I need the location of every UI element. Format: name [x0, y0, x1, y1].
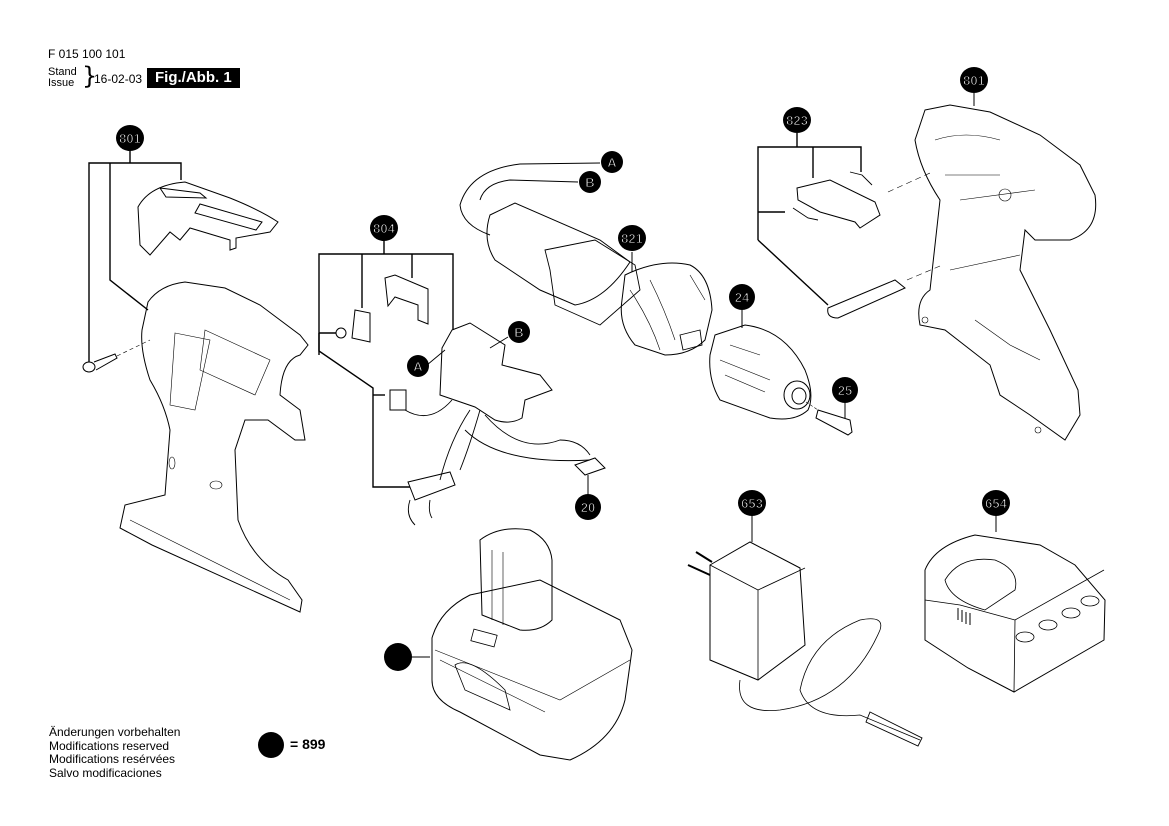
motor-group — [459, 162, 713, 356]
chuck-group — [709, 310, 853, 436]
direction-switch — [796, 179, 881, 229]
terminal-20 — [574, 457, 606, 476]
battery-stick — [479, 528, 553, 631]
callout-823: 823 — [783, 107, 811, 133]
legend-dot-icon — [258, 732, 284, 758]
battery-grip-icon — [454, 662, 511, 711]
motor-wires — [459, 162, 601, 236]
motor-body — [486, 202, 631, 306]
battery-pack — [431, 579, 633, 761]
housing-left-half — [119, 281, 309, 613]
figure-label: Fig./Abb. 1 — [147, 68, 240, 88]
svg-text:20: 20 — [581, 500, 595, 515]
callout-654: 654 — [982, 490, 1010, 516]
right-housing-group — [914, 93, 1097, 441]
dc-plug — [865, 711, 923, 747]
svg-text:653: 653 — [741, 496, 763, 511]
callout-b-motor: B — [579, 171, 601, 193]
stand-label: Stand — [48, 66, 77, 78]
connector — [389, 389, 407, 411]
modification-notes: Änderungen vorbehalten Modifications res… — [49, 725, 181, 780]
svg-text:823: 823 — [786, 113, 808, 128]
note-de: Änderungen vorbehalten — [49, 725, 181, 739]
battery-group — [411, 528, 633, 761]
switch-parts-group — [757, 133, 941, 319]
svg-text:A: A — [413, 359, 423, 374]
callout-25: 25 — [832, 377, 858, 403]
svg-text:A: A — [607, 155, 617, 170]
issue-date: 16-02-03 — [94, 72, 143, 86]
callout-801-right: 801 — [960, 67, 988, 93]
plug-pins — [687, 551, 713, 576]
switch-group — [318, 240, 606, 526]
svg-text:25: 25 — [838, 383, 852, 398]
svg-text:654: 654 — [985, 496, 1007, 511]
callout-a-motor: A — [601, 151, 623, 173]
screw-icon — [82, 339, 151, 373]
left-housing-group — [82, 150, 309, 613]
svg-text:24: 24 — [735, 290, 750, 305]
gearbox-cage — [544, 239, 641, 326]
callout-leader-801-left — [88, 162, 182, 362]
trigger-switch — [439, 322, 553, 423]
callout-801-left: 801 — [116, 125, 144, 151]
housing-right-half — [914, 104, 1097, 441]
charger-group — [924, 515, 1106, 693]
callout-b-switch: B — [508, 321, 530, 343]
legend-text: = 899 — [290, 736, 326, 752]
svg-text:804: 804 — [373, 221, 395, 236]
issue-label: Issue — [48, 77, 75, 89]
spring-clip-top — [849, 171, 873, 186]
keyless-chuck — [709, 324, 812, 420]
note-fr: Modifications resérvées — [49, 752, 176, 766]
callout-821: 821 — [618, 225, 646, 251]
slider-bar — [827, 279, 906, 319]
callout-leader-823 — [757, 146, 862, 240]
stand-issue-labels: Stand Issue — [48, 67, 77, 89]
adapter-group — [687, 515, 923, 747]
callout-battery — [384, 643, 412, 671]
note-es: Salvo modificaciones — [49, 765, 162, 780]
heatsink-bracket — [384, 274, 429, 325]
callout-804: 804 — [370, 215, 398, 241]
svg-text:801: 801 — [963, 73, 985, 88]
svg-text:B: B — [585, 175, 594, 190]
callout-leader-801-left-b — [109, 163, 149, 311]
spring-clip-bottom — [792, 207, 819, 221]
svg-text:801: 801 — [119, 131, 141, 146]
charger-base — [924, 534, 1106, 693]
callout-24: 24 — [729, 284, 755, 310]
callout-653: 653 — [738, 490, 766, 516]
transistor — [351, 309, 371, 343]
gearbox-housing — [620, 262, 713, 356]
plug-adapter — [709, 541, 806, 681]
callout-a-switch: A — [407, 355, 429, 377]
switch-wires — [404, 399, 591, 481]
vent-slots-icon — [957, 608, 971, 625]
power-cord — [739, 618, 921, 741]
svg-text:B: B — [514, 325, 523, 340]
screw-25-icon — [805, 401, 853, 436]
svg-text:821: 821 — [621, 231, 643, 246]
nut-icon — [335, 327, 347, 339]
housing-top-cover — [137, 181, 279, 256]
wire-clip — [407, 471, 456, 501]
callout-20: 20 — [575, 494, 601, 520]
brace-icon: } — [82, 62, 98, 90]
document-number: F 015 100 101 — [48, 47, 126, 61]
callout-leader-804 — [318, 253, 454, 355]
spindle-thread — [679, 329, 703, 351]
note-en: Modifications reserved — [49, 738, 170, 753]
